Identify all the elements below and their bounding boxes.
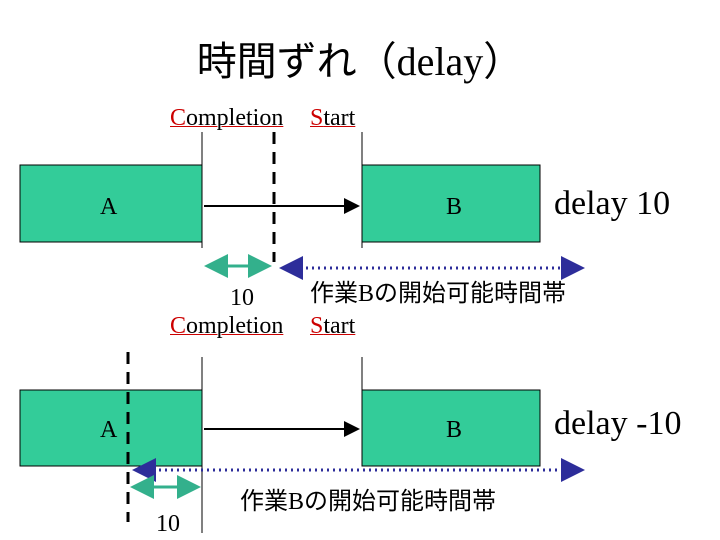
top-task-b-box [361,164,541,243]
bottom-start-window-caption: 作業Bの開始可能時間帯 [240,489,497,515]
bottom-completion-label: Completion [170,313,284,339]
top-start-window-caption: 作業Bの開始可能時間帯 [310,281,567,307]
top-completion-label: Completion [170,105,284,131]
top-task-b-label: B [446,194,463,220]
bottom-delay-value: delay -10 [554,405,682,442]
top-delay-value: delay 10 [554,185,671,222]
top-lag-value-label: 10 [230,285,254,311]
top-start-label: Start [310,105,356,131]
bottom-start-label: Start [310,313,356,339]
bottom-task-b-box [361,389,541,467]
bottom-task-b-label: B [446,417,463,443]
bottom-lag-value-label: 10 [156,511,180,537]
top-task-a-label: A [100,194,118,220]
bottom-task-a-box [19,389,203,467]
top-task-a-box [19,164,203,243]
bottom-task-a-label: A [100,417,118,443]
page-title: 時間ずれ（delay） [196,39,524,84]
